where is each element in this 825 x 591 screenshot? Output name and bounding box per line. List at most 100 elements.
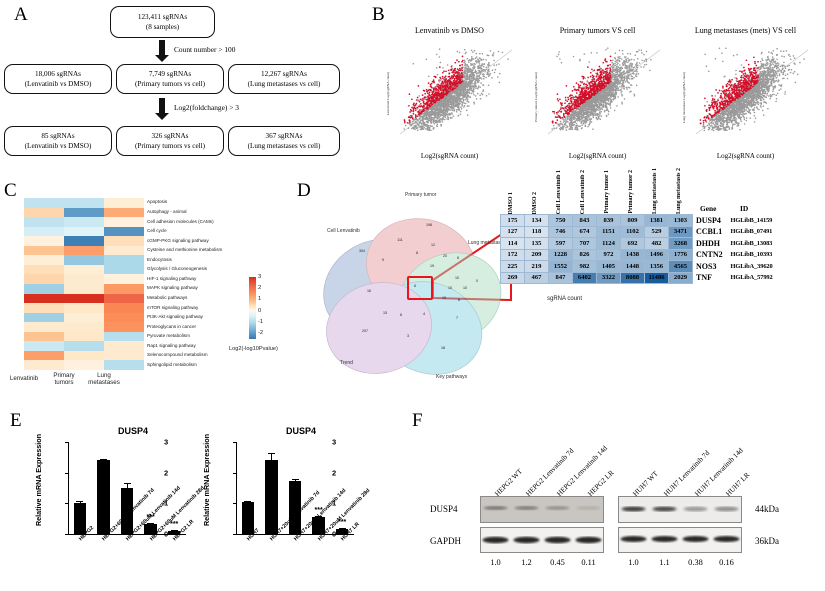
venn-count: 18 (441, 346, 445, 350)
blot-quant-value: 1.1 (659, 558, 670, 567)
table-cell-count: 1405 (596, 260, 621, 273)
blot-quant-value: 0.11 (581, 558, 596, 567)
heatmap-row-label: Cysteine and methionine metabolism (147, 247, 223, 253)
blot-gapdh-left (480, 527, 604, 553)
table-col-header: Lung metastasis 1 (652, 167, 658, 214)
table-cell-count: 127 (500, 225, 525, 238)
scatter-plot-lung-mets: Lung metastases (mets) VS cell Lung meta… (674, 26, 817, 162)
heatmap-cell (24, 303, 64, 313)
scatter-canvas-1 (398, 44, 516, 136)
y-axis-tick-label: 3 (164, 437, 169, 447)
table-cell-count: 809 (620, 214, 645, 227)
scatter-xlabel-1: Log2(sgRNA count) (420, 152, 479, 160)
flow-box-top-line1: 123,411 sgRNAs (137, 12, 188, 21)
flow-box-bottom-1: 85 sgRNAs (Lenvatinib vs DMSO) (4, 126, 112, 156)
table-cell-count: 6402 (572, 271, 597, 284)
bar (265, 459, 278, 534)
venn-ellipses (323, 218, 502, 375)
scatter-xlabel-3: Log2(sgRNA count) (716, 152, 775, 160)
heatmap-cell (64, 283, 104, 294)
table-cell-count: 175 (500, 214, 525, 227)
blot-lane-label: HUH7 LR (724, 471, 752, 498)
blot-quant-value: 1.2 (521, 558, 532, 567)
blot-row-label-gapdh: GAPDH (430, 536, 462, 546)
heatmap-cell (104, 255, 144, 265)
table-cell-gene: DHDH (696, 238, 720, 248)
flow-box-mid-1-line1: 18,006 sgRNAs (35, 69, 81, 78)
flow-arrow-2-label: Log2(foldchange) > 3 (174, 103, 239, 112)
x-axis-line (68, 534, 186, 535)
error-bar-cap (123, 483, 131, 485)
flow-box-mid-3: 12,267 sgRNAs (Lung metastases vs cell) (228, 64, 340, 94)
table-cell-count: 11486 (644, 271, 669, 284)
heatmap-cell (24, 226, 64, 237)
table-cell-id: HGLibA_57992 (730, 274, 773, 282)
heatmap-cell (64, 350, 104, 361)
table-cell-count: 134 (524, 214, 549, 227)
table-col-header: Primary tumor 1 (604, 170, 610, 214)
heatmap-cell (104, 217, 144, 227)
venn-count: 8 (458, 298, 460, 302)
table-cell-count: 1776 (668, 248, 693, 261)
significance-marker: *** (170, 521, 179, 528)
heatmap-cell (64, 226, 104, 237)
heatmap-cell (64, 274, 104, 284)
flow-box-top: 123,411 sgRNAs (8 samples) (110, 6, 215, 38)
table-cell-count: 4565 (668, 260, 693, 273)
venn-count: 20 (443, 254, 447, 258)
flow-box-bottom-2-line2: (Primary tumors vs cell) (134, 142, 206, 150)
colorbar-tick: 2 (258, 285, 262, 292)
heatmap-row-label: Selenocompound metabolism (147, 352, 208, 358)
y-axis-tick-label: 1 (332, 498, 337, 508)
venn-count: 207 (362, 329, 368, 333)
panel-f-letter: F (412, 410, 423, 431)
heatmap-cell (104, 274, 144, 284)
venn-count: 7 (456, 316, 458, 320)
heatmap-cell (64, 207, 104, 218)
table-cell-id: HGLibB_07491 (730, 228, 773, 236)
flow-box-bottom-3-line1: 367 sgRNAs (265, 131, 303, 140)
heatmap-cell (64, 236, 104, 246)
flow-arrow-1-label: Count number > 100 (174, 45, 236, 54)
table-cell-count: 114 (500, 237, 525, 250)
table-cell-count: 1381 (644, 214, 669, 227)
table-cell-count: 467 (524, 271, 549, 284)
x-axis-line (236, 534, 354, 535)
venn-set-label: Lung metastases (468, 240, 507, 246)
table-cell-count: 1552 (548, 260, 573, 273)
heatmap-cell (104, 322, 144, 332)
flow-box-bottom-1-line1: 85 sgRNAs (41, 131, 75, 140)
table-cell-count: 972 (596, 248, 621, 261)
error-bar-cap (267, 452, 275, 454)
heatmap-cell (24, 274, 64, 284)
table-cell-count: 1448 (620, 260, 645, 273)
bar (336, 529, 349, 534)
heatmap-cell (104, 350, 144, 361)
panel-a-flowchart: A 123,411 sgRNAs (8 samples) Count numbe… (0, 0, 370, 180)
bar-chart-title: DUSP4 (285, 426, 316, 436)
y-axis-tick-mark (233, 534, 236, 535)
heatmap-cell (64, 293, 104, 304)
heatmap-row-label: Proteoglycans in cancer (147, 323, 197, 329)
heatmap-cell (104, 293, 144, 304)
blot-dusp4-right (618, 496, 742, 523)
flow-arrow-2 (155, 98, 169, 120)
flow-box-bottom-2: 326 sgRNAs (Primary tumors vs cell) (116, 126, 224, 156)
error-bar-cap (338, 528, 346, 530)
error-bar-cap (170, 530, 178, 531)
table-cell-count: 750 (548, 214, 573, 227)
venn-highlight-box (407, 276, 433, 300)
panel-a-letter: A (14, 4, 28, 25)
heatmap-row-label: Cell cycle (147, 228, 167, 234)
heatmap-row-label: Rap1 signaling pathway (147, 342, 196, 348)
table-cell-gene: DUSP4 (696, 215, 721, 225)
significance-marker: *** (338, 519, 347, 527)
table-cell-gene: TNF (696, 273, 712, 283)
blot-quant-value: 1.0 (628, 558, 639, 567)
blot-quant-value: 0.16 (719, 558, 734, 567)
